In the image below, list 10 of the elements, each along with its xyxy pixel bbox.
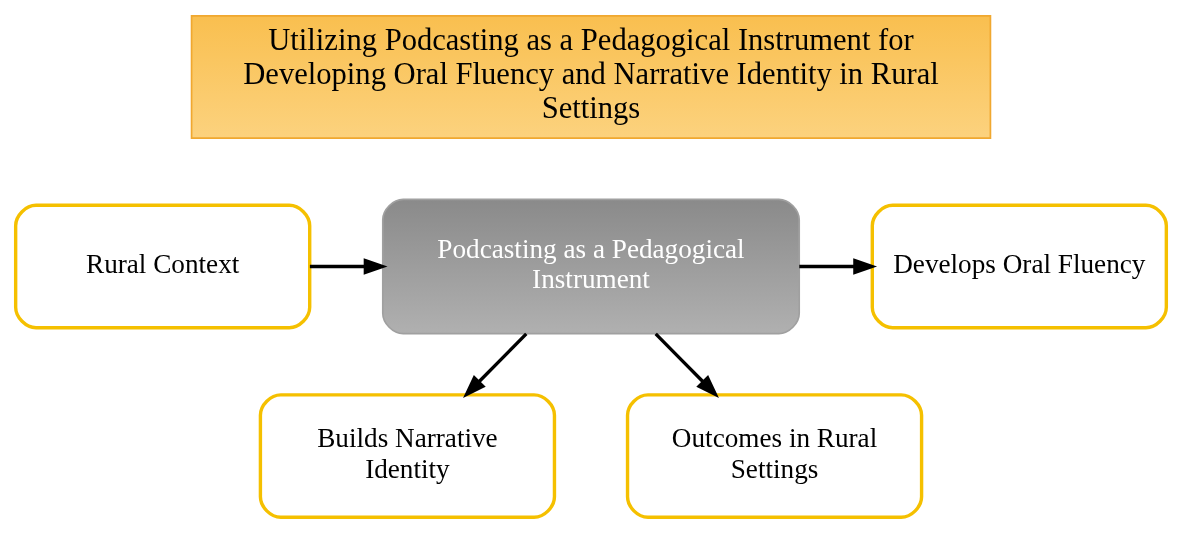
node-box: Rural Context [13,203,312,330]
arrow [654,332,719,398]
arrow [799,258,878,275]
arrow [463,332,528,398]
node-box: Utilizing Podcasting as a Pedagogical Instrument for Developing Oral Fluency and Narrative Identity in Rural Settings [190,14,992,139]
node-box: Podcasting as a Pedagogical Instrument [381,198,801,335]
node-box: Builds Narrative Identity [258,393,557,519]
arrow [309,258,388,275]
node-box: Outcomes in Rural Settings [625,393,924,519]
node-box: Develops Oral Fluency [870,203,1169,330]
